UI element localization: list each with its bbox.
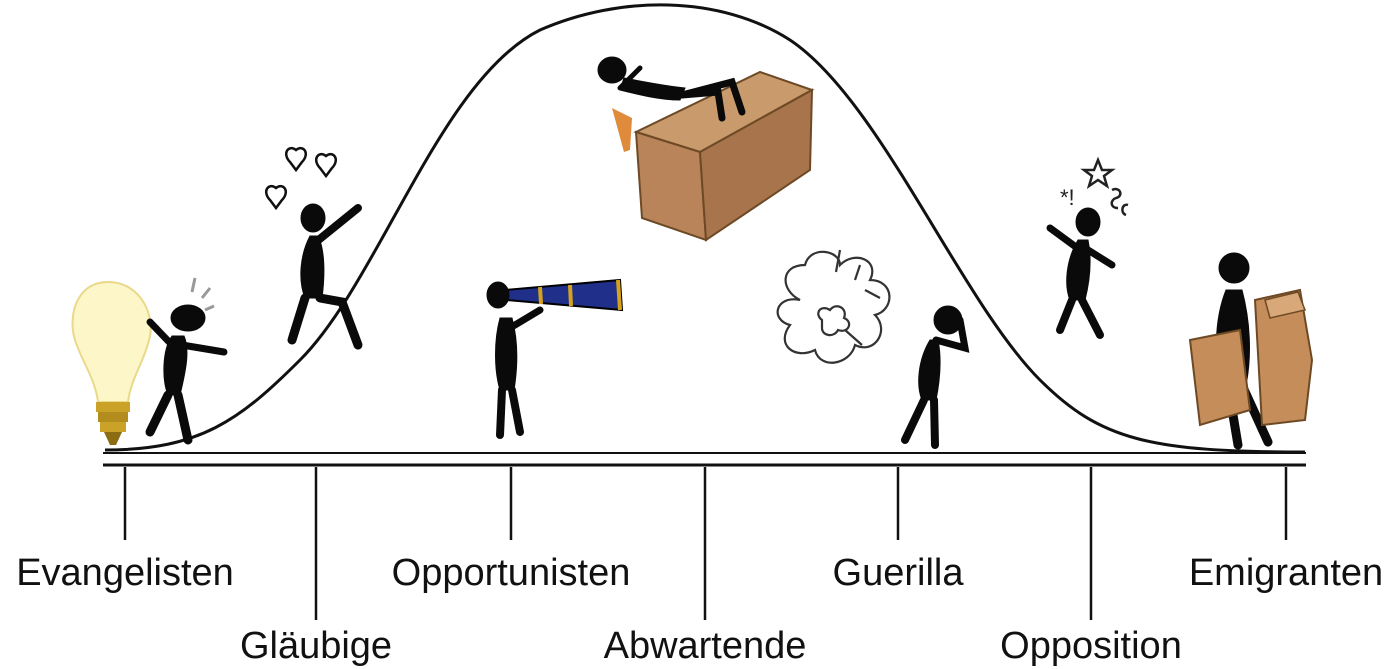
emigranten-figure [1188, 252, 1314, 450]
guerilla-figure [776, 249, 970, 449]
evangelist-figure [71, 277, 228, 445]
label-evangelisten: Evangelisten [16, 552, 234, 594]
telescope-icon [503, 278, 624, 312]
tick-marks [123, 467, 1288, 620]
hearts-icon [265, 146, 337, 211]
suitcase-icon [1188, 288, 1314, 427]
label-guerilla: Guerilla [833, 552, 965, 594]
label-abwartende: Abwartende [604, 625, 807, 667]
curse-symbols-icon: *! [1060, 156, 1129, 217]
label-opposition: Opposition [1000, 625, 1182, 667]
glaeubige-figure [265, 146, 363, 350]
opposition-figure: *! [1046, 156, 1129, 339]
label-glaeubige: Gläubige [240, 625, 392, 667]
lightbulb-icon [71, 280, 152, 445]
explosion-cloud-icon [776, 249, 891, 364]
bell-curve [104, 3, 1306, 454]
abwartende-figure [597, 56, 815, 242]
opportunisten-figure [486, 278, 624, 439]
label-emigranten: Emigranten [1189, 552, 1383, 594]
svg-text:*!: *! [1060, 185, 1075, 210]
label-opportunisten: Opportunisten [392, 552, 631, 594]
